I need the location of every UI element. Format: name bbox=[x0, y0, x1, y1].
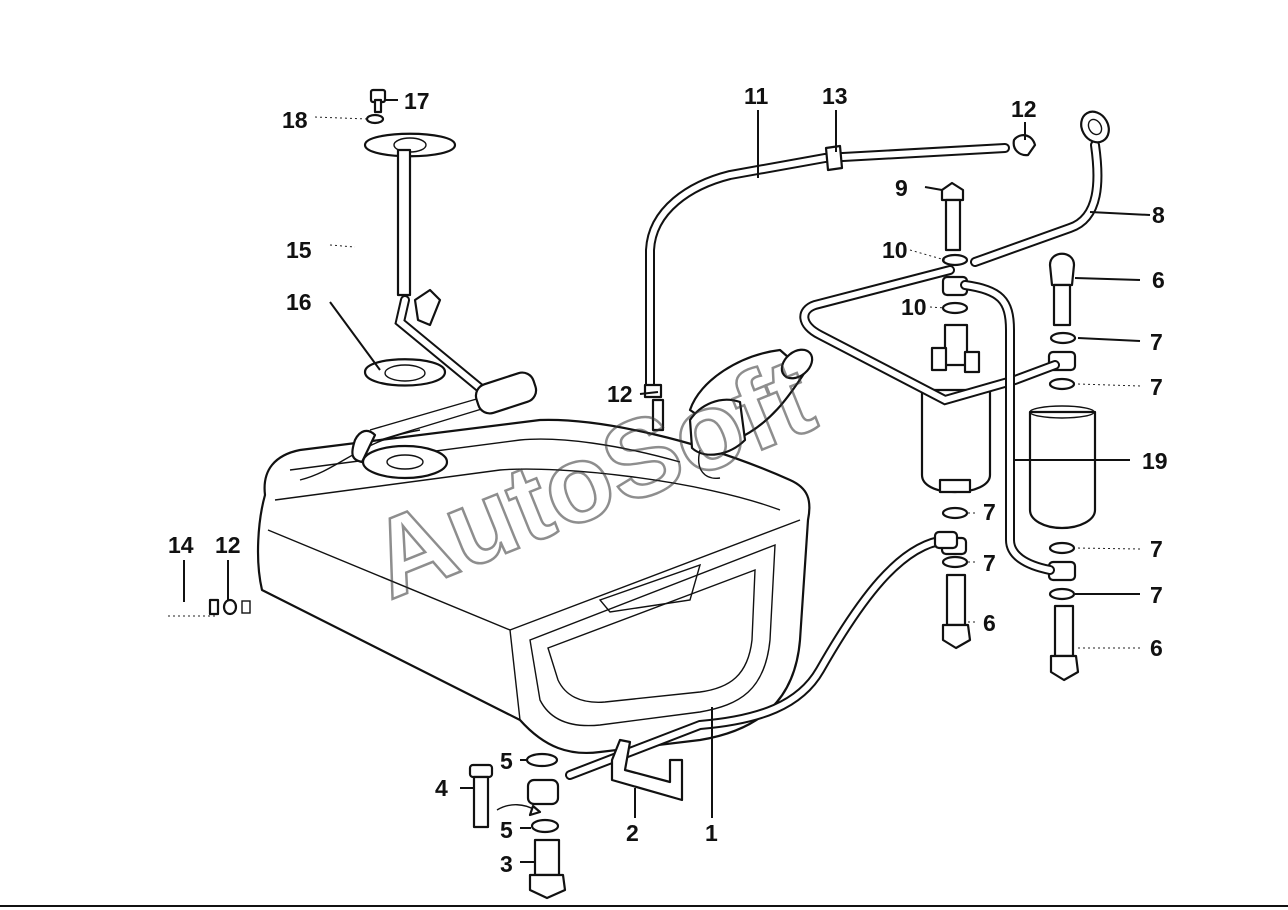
callout-10-lower: 10 bbox=[901, 294, 927, 320]
fuel-tank bbox=[256, 397, 811, 754]
banjo-parts-bottom bbox=[468, 752, 567, 900]
fuel-filter-right bbox=[1028, 252, 1097, 682]
clip-parts-14-12 bbox=[208, 598, 251, 616]
callout-10-upper: 10 bbox=[882, 237, 908, 263]
callout-12-left: 12 bbox=[215, 532, 241, 558]
callout-9: 9 bbox=[895, 175, 908, 201]
callout-4: 4 bbox=[435, 775, 448, 801]
fuel-filter-left bbox=[920, 181, 992, 650]
callout-7-a: 7 bbox=[1150, 329, 1163, 355]
callout-15: 15 bbox=[286, 237, 312, 263]
callout-5-upper: 5 bbox=[500, 748, 513, 774]
leader-lines bbox=[168, 99, 1151, 863]
callout-12-mid: 12 bbox=[607, 381, 633, 407]
callout-19: 19 bbox=[1142, 448, 1168, 474]
callout-14: 14 bbox=[168, 532, 194, 558]
callout-3: 3 bbox=[500, 851, 513, 877]
callout-12-top: 12 bbox=[1011, 96, 1037, 122]
callout-18: 18 bbox=[282, 107, 308, 133]
fuel-level-sender bbox=[363, 88, 538, 415]
callout-7-f: 7 bbox=[1150, 582, 1163, 608]
filler-neck bbox=[688, 348, 814, 479]
callout-13: 13 bbox=[822, 83, 848, 109]
callout-7-e: 7 bbox=[1150, 536, 1163, 562]
callout-7-c: 7 bbox=[983, 499, 996, 525]
callout-6-upper: 6 bbox=[1152, 267, 1165, 293]
callout-1: 1 bbox=[705, 820, 718, 846]
bracket-2 bbox=[610, 738, 684, 802]
callout-7-d: 7 bbox=[983, 550, 996, 576]
fuel-lines bbox=[565, 265, 1060, 780]
callout-2: 2 bbox=[626, 820, 639, 846]
callout-6-mid: 6 bbox=[983, 610, 996, 636]
fuel-hose-11 bbox=[643, 134, 1037, 432]
breather-pipe-8 bbox=[970, 110, 1110, 267]
callout-11: 11 bbox=[744, 83, 769, 109]
callout-5-lower: 5 bbox=[500, 817, 513, 843]
callout-7-b: 7 bbox=[1150, 374, 1163, 400]
callout-16: 16 bbox=[286, 289, 312, 315]
callout-labels: 17 18 15 16 11 13 12 9 8 10 10 6 7 7 12 … bbox=[168, 83, 1168, 877]
callout-6-lower: 6 bbox=[1150, 635, 1163, 661]
callout-8: 8 bbox=[1152, 202, 1165, 228]
callout-17: 17 bbox=[404, 88, 430, 114]
